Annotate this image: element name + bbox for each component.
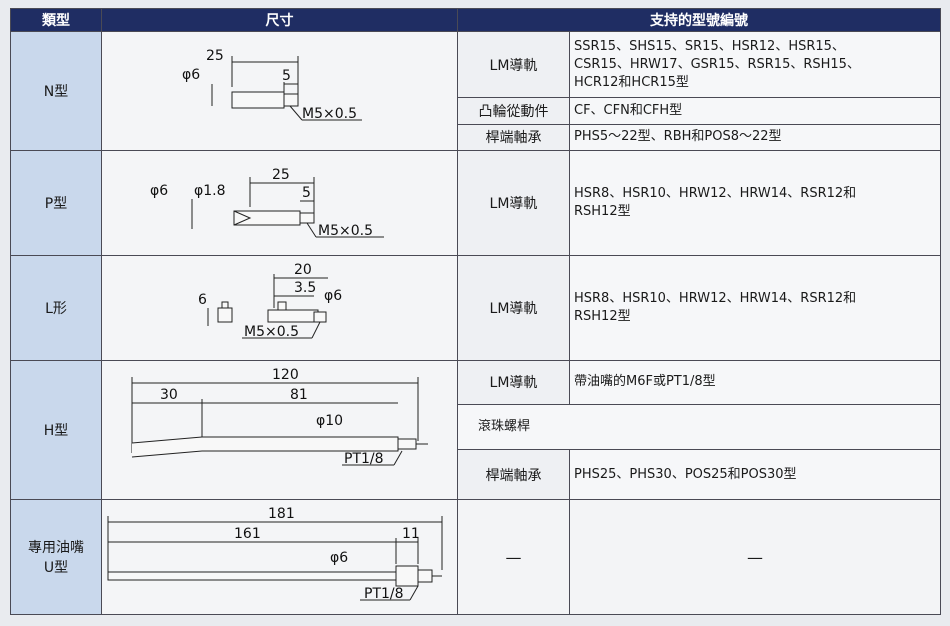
dim-p: φ6 φ1.8 25 5 M5×0.5	[101, 150, 458, 256]
n-models-1: SSR15、SHS15、SR15、HSR12、HSR15、 CSR15、HRW1…	[569, 30, 941, 99]
n-cat-1: LM導軌	[457, 30, 570, 99]
row-n-2: 凸輪從動件 CF、CFN和CFH型	[11, 97, 941, 125]
p-dinner-label: φ1.8	[194, 183, 226, 199]
row-h-2: 滾珠螺桿	[11, 403, 941, 451]
n-models-1-l3: HCR12和HCR15型	[574, 74, 689, 90]
h-models-3: PHS25、PHS30、POS25和POS30型	[569, 449, 941, 500]
h-models-1: 帶油嘴的M6F或PT1/8型	[569, 360, 941, 405]
n-models-1-l1: SSR15、SHS15、SR15、HSR12、HSR15、	[574, 38, 845, 54]
n-models-1-l2: CSR15、HRW17、GSR15、RSR15、RSH15、	[574, 56, 860, 72]
l-d-label: φ6	[324, 288, 342, 304]
l-thread-label: M5×0.5	[244, 324, 299, 340]
n-models-2: CF、CFN和CFH型	[569, 97, 941, 125]
h-cat-1: LM導軌	[457, 360, 570, 405]
n-len-label: 25	[206, 48, 224, 64]
n-d-label: φ6	[182, 67, 200, 83]
type-l: L形	[10, 255, 102, 361]
row-h-1: H型 120 30 81 φ10 PT1/8 LM導軌 帶油嘴的M6F或PT	[10, 360, 941, 500]
row-u: 專用油嘴 U型 181 161 11 φ6 PT1/8	[10, 499, 941, 615]
p-tip-label: 5	[302, 185, 311, 201]
type-h: H型	[10, 360, 102, 500]
l-tip-label: 3.5	[294, 280, 316, 296]
p-models-l1: HSR8、HSR10、HRW12、HRW14、RSR12和	[574, 186, 857, 201]
p-len-label: 25	[272, 167, 290, 183]
l-h-label: 6	[198, 292, 207, 308]
l-len-label: 20	[294, 262, 312, 278]
row-n-3: 桿端軸承 PHS5～22型、RBH和POS8～22型	[11, 123, 941, 152]
type-u-l2: U型	[43, 560, 69, 576]
h-type-drawing: 120 30 81 φ10 PT1/8	[131, 367, 428, 467]
row-n-1: N型 25 φ6 5 M5×0.5 LM導軌 SSR15、SHS15、SR15	[10, 30, 941, 151]
row-h-3: 桿端軸承 PHS25、PHS30、POS25和POS30型	[11, 449, 941, 500]
n-type-drawing: 25 φ6 5 M5×0.5	[182, 48, 362, 122]
p-models-l2: RSH12型	[574, 204, 631, 219]
n-tip-label: 5	[282, 68, 291, 84]
u-thread-label: PT1/8	[364, 586, 404, 602]
u-models: —	[569, 499, 941, 615]
header-dim: 尺寸	[101, 8, 458, 32]
type-u: 專用油嘴 U型	[10, 499, 102, 615]
l-models-l2: RSH12型	[574, 309, 631, 324]
h-d-label: φ10	[316, 413, 343, 429]
dim-l: 6 20 3.5 φ6 M5×0.5	[101, 255, 458, 361]
u-type-drawing: 181 161 11 φ6 PT1/8	[107, 506, 443, 602]
dim-n: 25 φ6 5 M5×0.5	[101, 31, 458, 151]
h-seg1-label: 30	[160, 387, 178, 403]
n-cat-3: 桿端軸承	[457, 123, 570, 152]
row-l: L形 6 20 3.5 φ6 M5×0.5 LM導軌	[10, 255, 941, 361]
dim-h: 120 30 81 φ10 PT1/8	[101, 360, 458, 500]
u-cat: —	[457, 499, 570, 615]
p-type-drawing: φ6 φ1.8 25 5 M5×0.5	[150, 167, 384, 239]
h-cat-3: 桿端軸承	[457, 449, 570, 500]
header-type: 類型	[10, 8, 102, 32]
h-cat-2: 滾珠螺桿	[457, 403, 941, 451]
row-p: P型 φ6 φ1.8 25 5 M5×0.5 LM導軌 HSR	[10, 150, 941, 256]
type-u-l1: 專用油嘴	[28, 540, 84, 556]
l-type-drawing: 6 20 3.5 φ6 M5×0.5	[198, 262, 342, 340]
p-thread-label: M5×0.5	[318, 223, 373, 239]
h-total-label: 120	[272, 367, 299, 383]
u-seg2-label: 11	[402, 526, 420, 542]
h-seg2-label: 81	[290, 387, 308, 403]
n-cat-2: 凸輪從動件	[457, 97, 570, 125]
type-p: P型	[10, 150, 102, 256]
h-thread-label: PT1/8	[344, 451, 384, 467]
p-cat: LM導軌	[457, 150, 570, 256]
u-total-label: 181	[268, 506, 295, 522]
n-models-3: PHS5～22型、RBH和POS8～22型	[569, 123, 941, 152]
l-cat: LM導軌	[457, 255, 570, 361]
p-d-label: φ6	[150, 183, 168, 199]
p-models: HSR8、HSR10、HRW12、HRW14、RSR12和 RSH12型	[569, 150, 941, 256]
l-models: HSR8、HSR10、HRW12、HRW14、RSR12和 RSH12型	[569, 255, 941, 361]
type-n: N型	[10, 31, 102, 151]
spec-table: 類型 尺寸 支持的型號編號 N型 25 φ6 5 M5×0.5	[10, 8, 941, 615]
n-thread-label: M5×0.5	[302, 106, 357, 122]
dim-u: 181 161 11 φ6 PT1/8	[101, 499, 458, 615]
u-d-label: φ6	[330, 550, 348, 566]
header-row: 類型 尺寸 支持的型號編號	[10, 8, 941, 32]
header-models: 支持的型號編號	[457, 8, 941, 32]
l-models-l1: HSR8、HSR10、HRW12、HRW14、RSR12和	[574, 291, 857, 306]
u-seg1-label: 161	[234, 526, 261, 542]
